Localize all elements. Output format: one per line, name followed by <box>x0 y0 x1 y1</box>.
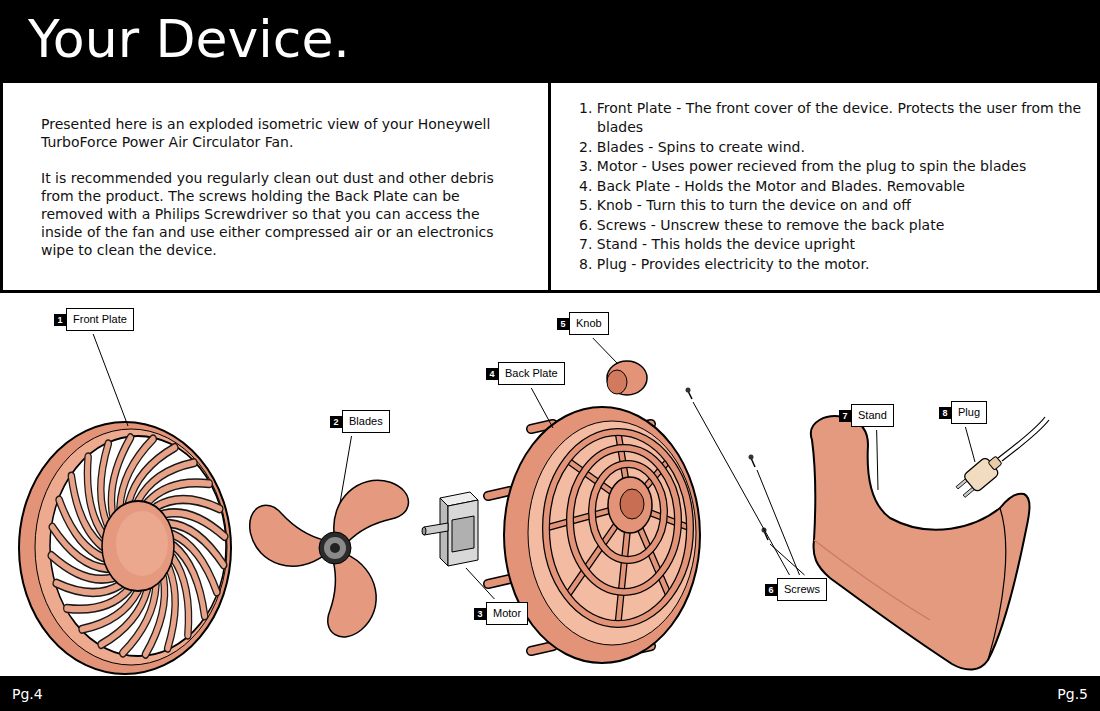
back-plate <box>620 489 644 519</box>
description-text: It is recommended you regularly clean ou… <box>41 169 524 259</box>
back-plate <box>546 432 690 624</box>
part-list-item: 5. Knob - Turn this to turn the device o… <box>579 196 1083 216</box>
back-plate <box>592 464 664 560</box>
back-plate <box>570 448 678 592</box>
back-plate <box>546 432 690 624</box>
back-plate <box>528 421 696 645</box>
motor <box>422 527 426 535</box>
motor <box>424 523 448 535</box>
leader-line <box>965 427 975 462</box>
knob <box>607 361 647 395</box>
leader-line <box>770 544 805 575</box>
description-text: Presented here is an exploded isometric … <box>41 115 524 151</box>
callout-number: 2 <box>330 416 342 428</box>
callout-number: 8 <box>939 407 951 419</box>
front-plate <box>116 511 168 576</box>
screws <box>686 388 691 393</box>
front-plate <box>169 504 223 584</box>
part-callout: 2Blades <box>330 410 390 433</box>
part-name: Front Plate <box>66 308 134 331</box>
back-plate <box>570 448 678 592</box>
part-name: Knob <box>569 312 609 335</box>
part-callout: 3Motor <box>474 602 528 625</box>
footer-bar <box>0 676 1100 711</box>
knob <box>607 361 647 395</box>
part-callout: 8Plug <box>939 401 987 424</box>
part-list-item: 7. Stand - This holds the device upright <box>579 235 1083 255</box>
front-plate <box>102 501 174 591</box>
part-callout: 7Stand <box>839 404 894 427</box>
title-bar: Your Device. <box>0 0 1100 80</box>
part-name: Motor <box>486 602 528 625</box>
motor <box>448 500 478 566</box>
blades <box>325 466 415 561</box>
part-name: Plug <box>951 401 987 424</box>
front-plate <box>19 422 231 674</box>
knob <box>607 370 627 394</box>
part-list-item: 8. Plug - Provides electricity to the mo… <box>579 255 1083 275</box>
callout-number: 6 <box>765 584 777 596</box>
callout-number: 3 <box>474 608 486 620</box>
part-list-item: 3. Motor - Uses power recieved from the … <box>579 157 1083 177</box>
plug <box>953 417 1049 500</box>
plug <box>988 456 1002 470</box>
stand <box>988 508 1006 660</box>
back-plate <box>592 464 664 560</box>
page-number: Pg.4 <box>12 685 43 703</box>
part-callout: 6Screws <box>765 578 827 601</box>
screws <box>749 455 754 460</box>
callout-number: 4 <box>486 368 498 380</box>
part-list-item: 1. Front Plate - The front cover of the … <box>579 99 1083 138</box>
front-plate <box>50 436 226 656</box>
front-plate <box>173 524 217 601</box>
back-plate <box>546 432 690 624</box>
callout-number: 1 <box>54 314 66 326</box>
page-title: Your Device. <box>28 9 350 69</box>
leader-line <box>877 430 878 490</box>
leader-line <box>466 568 494 599</box>
callout-number: 7 <box>839 410 851 422</box>
part-name: Screws <box>777 578 827 601</box>
blades <box>249 503 326 567</box>
part-list-item: 6. Screws - Unscrew these to remove the … <box>579 216 1083 236</box>
blades <box>249 466 415 644</box>
part-callout: 5Knob <box>557 312 609 335</box>
back-plate <box>608 477 652 533</box>
leader-line <box>531 388 553 428</box>
leader-line <box>93 334 128 426</box>
back-plate <box>504 407 700 663</box>
stand <box>811 416 1030 669</box>
leader-line <box>757 470 800 575</box>
blades <box>301 548 392 643</box>
motor <box>452 516 474 552</box>
motor <box>422 492 478 566</box>
back-plate <box>546 432 690 624</box>
blades <box>330 543 340 553</box>
description-panel: Presented here is an exploded isometric … <box>0 80 551 293</box>
front-plate <box>50 436 226 656</box>
plug <box>998 417 1045 458</box>
plug <box>953 451 1005 500</box>
blades <box>324 537 346 559</box>
leader-line <box>340 436 352 503</box>
front-plate <box>19 422 231 674</box>
stand <box>814 540 930 620</box>
page-number: Pg.5 <box>1057 685 1088 703</box>
part-list-item: 4. Back Plate - Holds the Motor and Blad… <box>579 177 1083 197</box>
part-name: Back Plate <box>498 362 565 385</box>
front-plate <box>35 429 227 665</box>
part-callout: 1Front Plate <box>54 308 134 331</box>
stand <box>811 416 1030 669</box>
parts-list-panel: 1. Front Plate - The front cover of the … <box>548 80 1100 293</box>
part-name: Stand <box>851 404 894 427</box>
part-name: Blades <box>342 410 390 433</box>
part-callout: 4Back Plate <box>486 362 565 385</box>
leader-line <box>593 338 618 364</box>
part-list-item: 2. Blades - Spins to create wind. <box>579 138 1083 158</box>
plug <box>1002 420 1049 461</box>
blades <box>319 532 351 564</box>
callout-number: 5 <box>557 318 569 330</box>
